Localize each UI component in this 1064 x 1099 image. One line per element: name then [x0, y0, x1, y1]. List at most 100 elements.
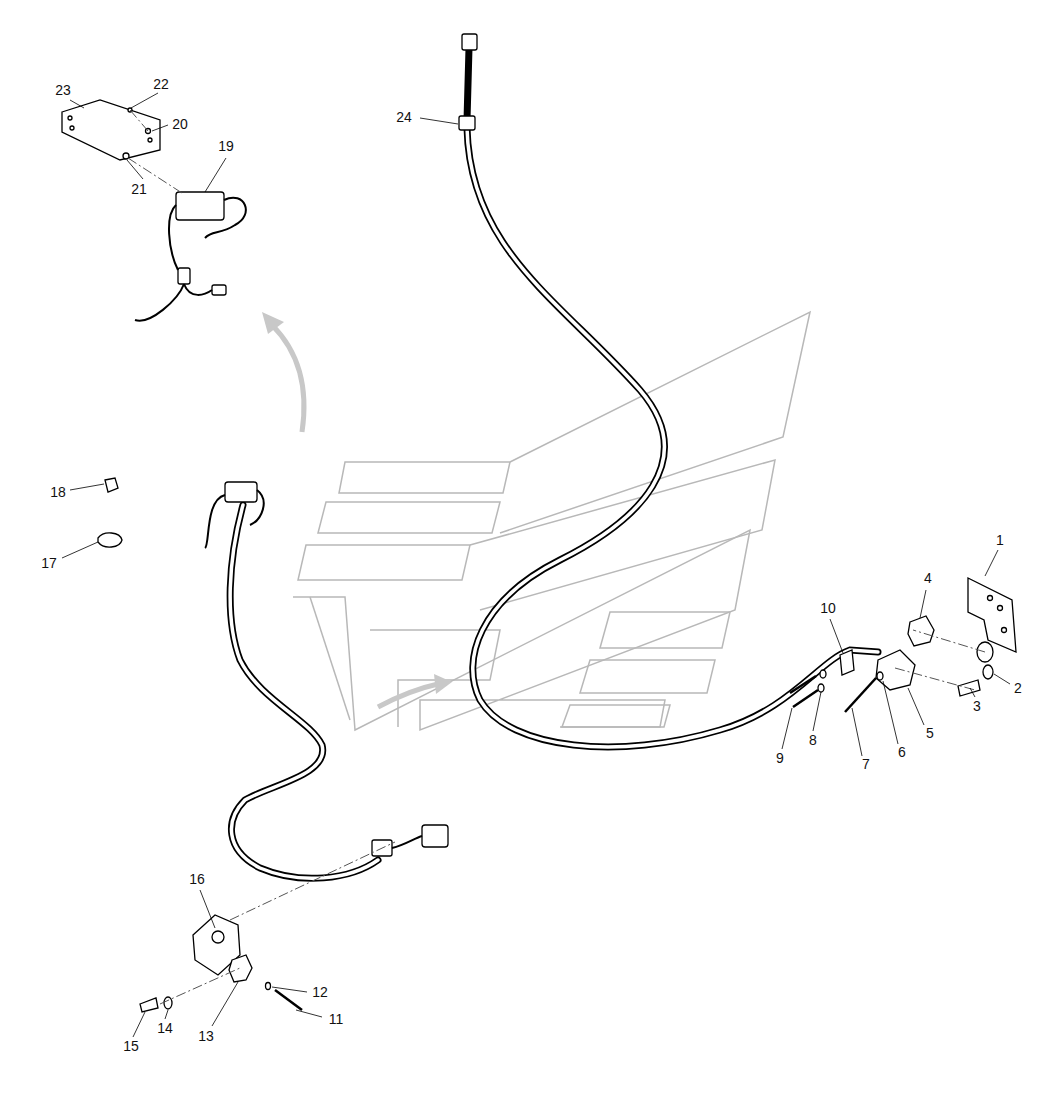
wire [205, 198, 246, 238]
wire [205, 495, 225, 548]
bracket [968, 578, 1016, 652]
callout-number: 22 [152, 77, 170, 91]
wire [135, 198, 422, 848]
leader-line [133, 1012, 145, 1037]
callout-number: 17 [40, 556, 58, 570]
arrow-head [434, 674, 452, 694]
watermark-logo [293, 530, 750, 730]
hardware [70, 126, 74, 130]
direction-arrow [272, 325, 438, 707]
hardware [229, 955, 252, 982]
hardware [845, 678, 876, 712]
center-line [913, 630, 985, 652]
watermark-logo [318, 502, 500, 533]
leader-line [70, 100, 84, 108]
cable-inner [230, 128, 878, 878]
bracket [62, 100, 1016, 975]
callout-number: 21 [130, 182, 148, 196]
hardware [68, 108, 1007, 1012]
leader-line [200, 890, 215, 928]
watermark-logo [562, 705, 670, 727]
callout-number: 2 [1013, 681, 1023, 695]
callout-number: 7 [861, 757, 871, 771]
hardware [275, 990, 302, 1010]
hardware [98, 533, 122, 547]
cable-outline [230, 505, 378, 878]
leader-line [813, 692, 821, 731]
hardware [988, 596, 993, 601]
leader-line [70, 484, 104, 490]
hardware [820, 670, 826, 678]
callout-number: 19 [217, 139, 235, 153]
arrow-head [262, 312, 284, 334]
hardware [212, 931, 224, 943]
hardware [164, 997, 172, 1009]
watermark-logo [293, 312, 810, 730]
wire [135, 284, 184, 321]
watermark-logo [600, 612, 730, 648]
center-line [895, 668, 975, 690]
cable-outline [467, 48, 469, 120]
leader-line [830, 619, 843, 653]
callout-number: 18 [49, 485, 67, 499]
callout-number: 4 [923, 571, 933, 585]
wire [250, 490, 264, 525]
callout-number: 9 [775, 751, 785, 765]
leader-line [782, 708, 792, 749]
leader-line [272, 987, 307, 992]
leader-line [985, 550, 998, 576]
cable-outline [230, 48, 878, 878]
watermark-logo [370, 630, 500, 727]
connector [462, 34, 477, 50]
hardware [877, 672, 883, 680]
leader-line [205, 158, 226, 192]
leader-line [883, 681, 898, 744]
cable-inner [230, 505, 378, 878]
watermark-logo [580, 660, 715, 693]
hardware [1002, 628, 1007, 633]
hardware [793, 690, 818, 707]
watermark-logo [339, 462, 510, 493]
wire [184, 284, 212, 295]
direction-arrow [378, 684, 438, 707]
connector [212, 285, 226, 295]
center-line [128, 110, 985, 1004]
leader-line [127, 160, 143, 179]
watermark-logo [298, 545, 470, 580]
connector [422, 825, 448, 847]
cable-inner [467, 128, 878, 747]
leader-line [920, 590, 926, 618]
hardware [790, 676, 816, 693]
leader-line [152, 125, 168, 131]
connector [459, 116, 475, 130]
connector [176, 34, 477, 856]
callout-number: 23 [54, 83, 72, 97]
callout-number: 10 [819, 601, 837, 615]
connector [176, 192, 224, 220]
callout-number: 12 [311, 985, 329, 999]
arrow-head [262, 312, 452, 694]
leader-line [852, 708, 862, 756]
callout-number: 16 [188, 872, 206, 886]
hardware [148, 138, 152, 142]
leader-line [908, 688, 924, 725]
connector [225, 482, 257, 502]
callout-number: 6 [897, 745, 907, 759]
leader-line [165, 1010, 168, 1019]
callout-number: 8 [808, 733, 818, 747]
direction-arrow [272, 325, 304, 432]
leader-line [970, 688, 975, 697]
hardware [998, 606, 1003, 611]
hardware [983, 665, 993, 679]
hardware [876, 650, 915, 690]
leader-line [420, 118, 458, 124]
wire [392, 836, 422, 848]
callout-number: 5 [925, 726, 935, 740]
leader-line [994, 674, 1010, 684]
callout-number: 13 [197, 1029, 215, 1043]
connector [178, 268, 190, 284]
callout-number: 20 [171, 117, 189, 131]
wire [169, 205, 178, 270]
